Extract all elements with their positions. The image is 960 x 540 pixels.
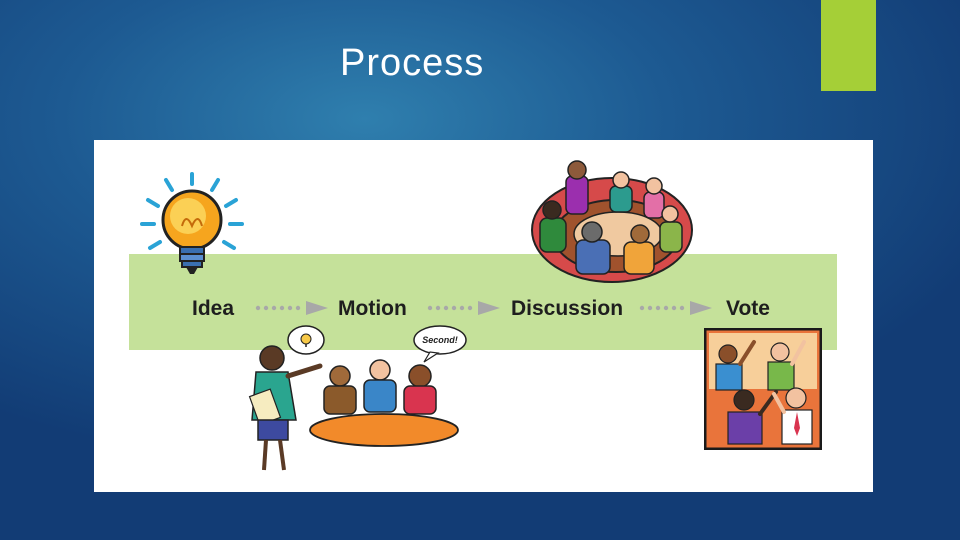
slide-title: Process	[340, 42, 485, 84]
arrow-icon	[255, 301, 328, 315]
voting-hands-icon	[704, 328, 822, 450]
step-label-idea: Idea	[192, 297, 235, 320]
step-label-discussion: Discussion	[511, 297, 624, 320]
accent-bar	[821, 0, 876, 91]
arrow-icon	[639, 301, 712, 315]
arrow-icon	[427, 301, 500, 315]
step-label-vote: Vote	[726, 297, 770, 320]
process-diagram: Idea Motion Discussion Vote	[94, 140, 873, 492]
lightbulb-icon	[140, 172, 244, 274]
step-label-motion: Motion	[338, 297, 407, 320]
speech-bubble-text: Second!	[422, 335, 458, 345]
discussion-group-icon	[531, 160, 693, 283]
meeting-table-icon: Second!	[248, 325, 467, 471]
